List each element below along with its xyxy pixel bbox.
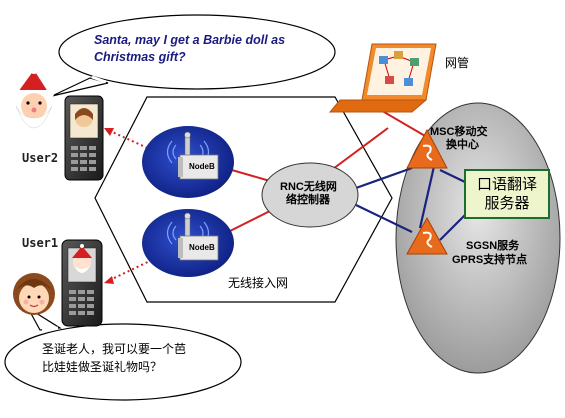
speech-bubble-bottom [4, 306, 242, 401]
phone-top [64, 95, 104, 181]
user2-label: User2 [22, 151, 59, 165]
nodeb-top [142, 126, 234, 198]
bubble-top-text: Santa, may I get a Barbie doll as Christ… [94, 33, 286, 64]
laptop-icon [328, 43, 437, 113]
sgsn-icon [406, 216, 448, 255]
translation-server-box [464, 169, 550, 219]
rnc-label-line1: RNC无线网 [280, 181, 337, 193]
sgsn-label-line2: GPRS支持节点 [452, 254, 528, 266]
msc-icon [406, 128, 448, 169]
nodeb-top-label: NodeB [189, 162, 215, 171]
radio-arrows [104, 128, 153, 284]
rnc-label-line2: 络控制器 [286, 194, 330, 206]
server-label-line1: 口语翻译 [476, 175, 537, 193]
nodeb-bottom-label: NodeB [189, 243, 215, 252]
girl-avatar [13, 273, 55, 315]
links [217, 104, 467, 241]
speech-bubble-top [51, 14, 336, 97]
netmgmt-label: 网管 [445, 56, 470, 70]
bubble-bottom-line1: 圣诞老人，我可以要一个芭 [42, 342, 187, 356]
bubble-bottom-line2: 比娃娃做圣诞礼物吗？ [42, 360, 163, 374]
phone-bottom [61, 239, 103, 327]
santa-avatar [14, 66, 54, 128]
rnc-ellipse [261, 162, 359, 228]
sgsn-label-line1: SGSN服务 [466, 240, 520, 252]
msc-label-line1: MSC移动交 [430, 126, 488, 138]
user1-label: User1 [22, 236, 59, 250]
server-label-line2: 服务器 [484, 194, 530, 212]
msc-label-line2: 换中心 [446, 139, 479, 151]
ran-label: 无线接入网 [228, 276, 289, 290]
nodeb-bottom [142, 209, 234, 277]
